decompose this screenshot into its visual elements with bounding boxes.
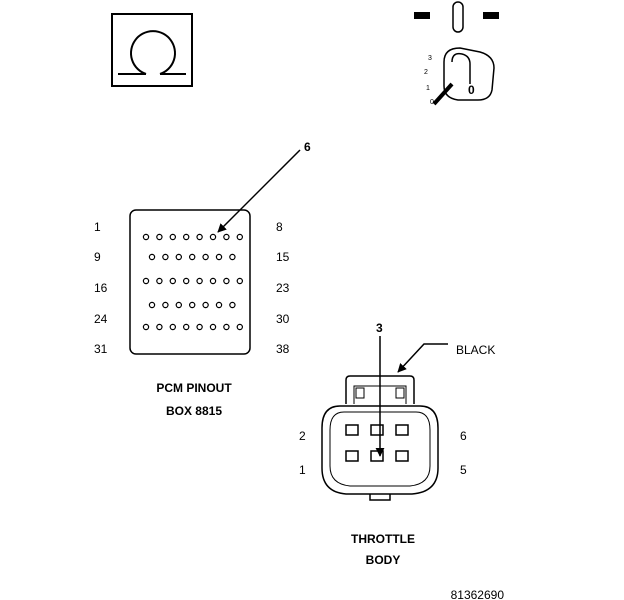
pcm-pin-label-16: 16	[94, 281, 108, 295]
figure-id: 81362690	[451, 588, 505, 600]
throttle-body-connector	[321, 375, 439, 501]
throttle-pin-label-1: 1	[299, 463, 306, 477]
pcm-pin	[162, 253, 169, 261]
throttle-body-pin	[395, 424, 409, 436]
pcm-pin-label-1: 1	[94, 220, 101, 234]
pcm-pin	[156, 233, 163, 241]
pcm-pin	[236, 233, 243, 241]
pcm-pin	[229, 301, 236, 309]
pcm-pin	[196, 233, 203, 241]
pcm-pin	[196, 277, 203, 285]
pcm-pin	[188, 253, 196, 261]
pcm-callout-arrow	[217, 149, 301, 233]
key-position-2: 2	[424, 69, 428, 76]
svg-text:0: 0	[468, 83, 475, 97]
pcm-callout-pin: 6	[304, 140, 311, 154]
throttle-pin-label-6: 6	[460, 429, 467, 443]
pcm-title-line1: PCM PINOUT	[156, 381, 232, 395]
pcm-pin	[142, 277, 150, 285]
pcm-pin	[182, 233, 190, 241]
pcm-pin	[148, 253, 156, 261]
pcm-pin-label-8: 8	[276, 220, 283, 234]
pcm-pin-label-30: 30	[276, 312, 290, 326]
key-position-0: 0	[430, 99, 434, 106]
pcm-pin	[182, 277, 190, 285]
pcm-pin	[209, 277, 217, 285]
pcm-pin	[209, 323, 217, 331]
pcm-pin	[202, 253, 209, 261]
pcm-pin	[162, 301, 169, 309]
disconnect-icon	[414, 1, 499, 33]
throttle-body-pin	[345, 450, 359, 462]
throttle-title-line1: THROTTLE	[351, 532, 415, 546]
pcm-pin-label-31: 31	[94, 342, 108, 356]
throttle-body-pin	[395, 450, 409, 462]
pcm-pin-label-23: 23	[276, 281, 290, 295]
pcm-pin	[215, 301, 223, 309]
pcm-pin	[142, 233, 150, 241]
throttle-pin-label-5: 5	[460, 463, 467, 477]
pcm-pin	[182, 323, 190, 331]
pcm-pin-label-9: 9	[94, 250, 101, 264]
pcm-pin	[209, 233, 217, 241]
throttle-title-line2: BODY	[366, 553, 401, 567]
throttle-body-pin	[345, 424, 359, 436]
throttle-body-pin-grid	[345, 424, 409, 462]
pcm-pin	[202, 301, 209, 309]
pcm-pin	[169, 323, 176, 331]
black-wire-callout	[397, 343, 448, 373]
pcm-pin	[223, 277, 230, 285]
pcm-pin	[223, 233, 230, 241]
key-position-1: 1	[426, 85, 430, 92]
pcm-pin-label-24: 24	[94, 312, 108, 326]
pcm-pin	[169, 233, 176, 241]
throttle-pin-label-2: 2	[299, 429, 306, 443]
ohmmeter-box: Ω	[111, 13, 193, 87]
pcm-pin	[236, 323, 243, 331]
pcm-pin-label-15: 15	[276, 250, 290, 264]
throttle-callout-pin: 3	[376, 321, 383, 335]
pcm-pin	[188, 301, 196, 309]
throttle-body-pin	[370, 450, 384, 462]
pcm-pin	[148, 301, 156, 309]
pcm-pin	[175, 301, 182, 309]
pcm-pin	[156, 323, 163, 331]
pcm-pin-grid	[142, 233, 243, 331]
pcm-pin	[169, 277, 176, 285]
pcm-connector	[129, 209, 251, 355]
pcm-pin	[175, 253, 182, 261]
throttle-body-pin	[370, 424, 384, 436]
pcm-title-line2: BOX 8815	[166, 404, 222, 418]
ignition-key-icon: 0 3 2 1 0	[424, 47, 495, 106]
pcm-pin	[196, 323, 203, 331]
wire-color-label: BLACK	[456, 343, 495, 357]
pcm-pin-label-38: 38	[276, 342, 290, 356]
pcm-pin	[236, 277, 243, 285]
pcm-pin	[156, 277, 163, 285]
pcm-pin	[142, 323, 150, 331]
key-position-3: 3	[428, 55, 432, 62]
pcm-pin	[215, 253, 223, 261]
pcm-pin	[223, 323, 230, 331]
pcm-pin	[229, 253, 236, 261]
